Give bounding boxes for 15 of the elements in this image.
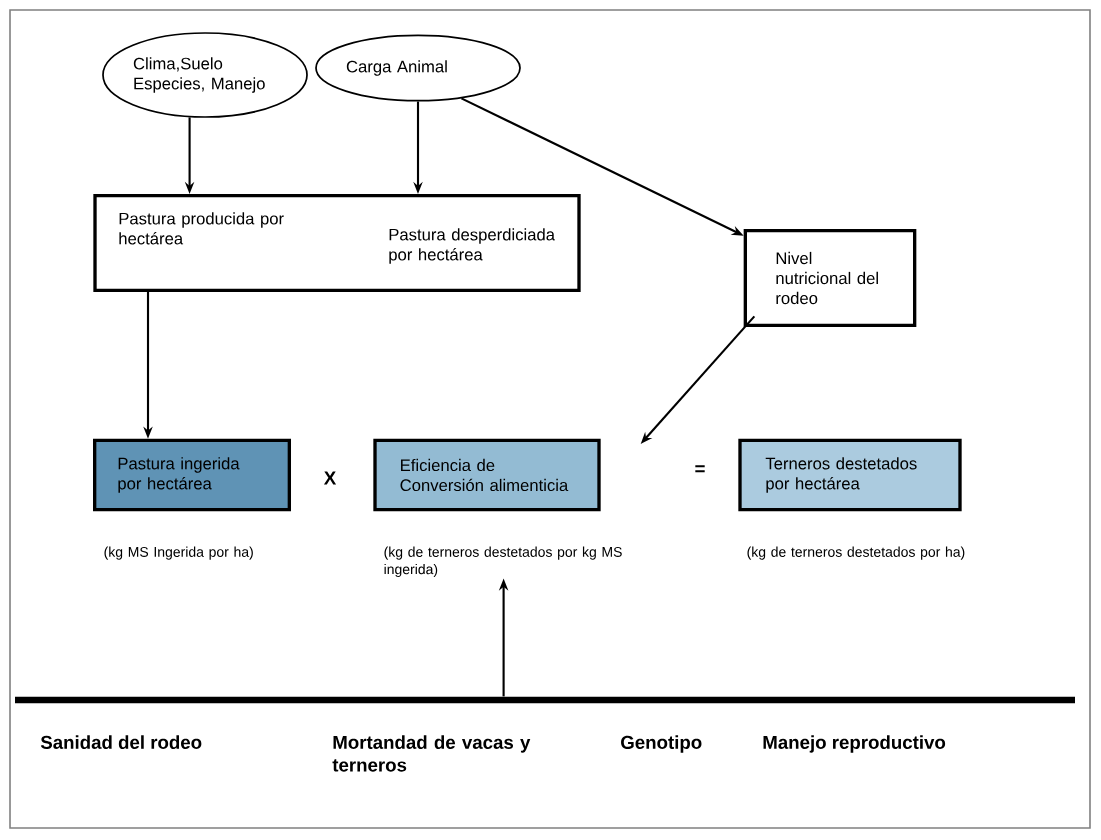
operator-sign: X [323,471,337,485]
bar [15,696,1075,704]
unit-note: (kg de terneros destetados por ha) [747,546,965,560]
operator-sign: = [695,465,705,473]
result-box: Pastura ingerida por hectárea [93,438,291,512]
process-box: Pastura producida por hectárea Pastura desperdiciada por hectárea [93,194,581,292]
unit-note: (kg MS Ingerida por ha) [104,546,253,560]
factor-label: Genotipo [621,735,702,753]
result-box: Terneros destetados por hectárea [738,438,962,512]
factor-label: Mortandad de vacas y terneros [332,735,531,772]
result-box: Eficiencia de Conversión alimenticia [373,438,601,512]
factor-label: Manejo reproductivo [763,735,946,753]
factor-label: Sanidad del rodeo [40,735,202,749]
unit-note: (kg de terneros destetados por kg MS ingerida) [384,546,622,577]
process-box: Nivel nutricional del rodeo [743,229,917,327]
